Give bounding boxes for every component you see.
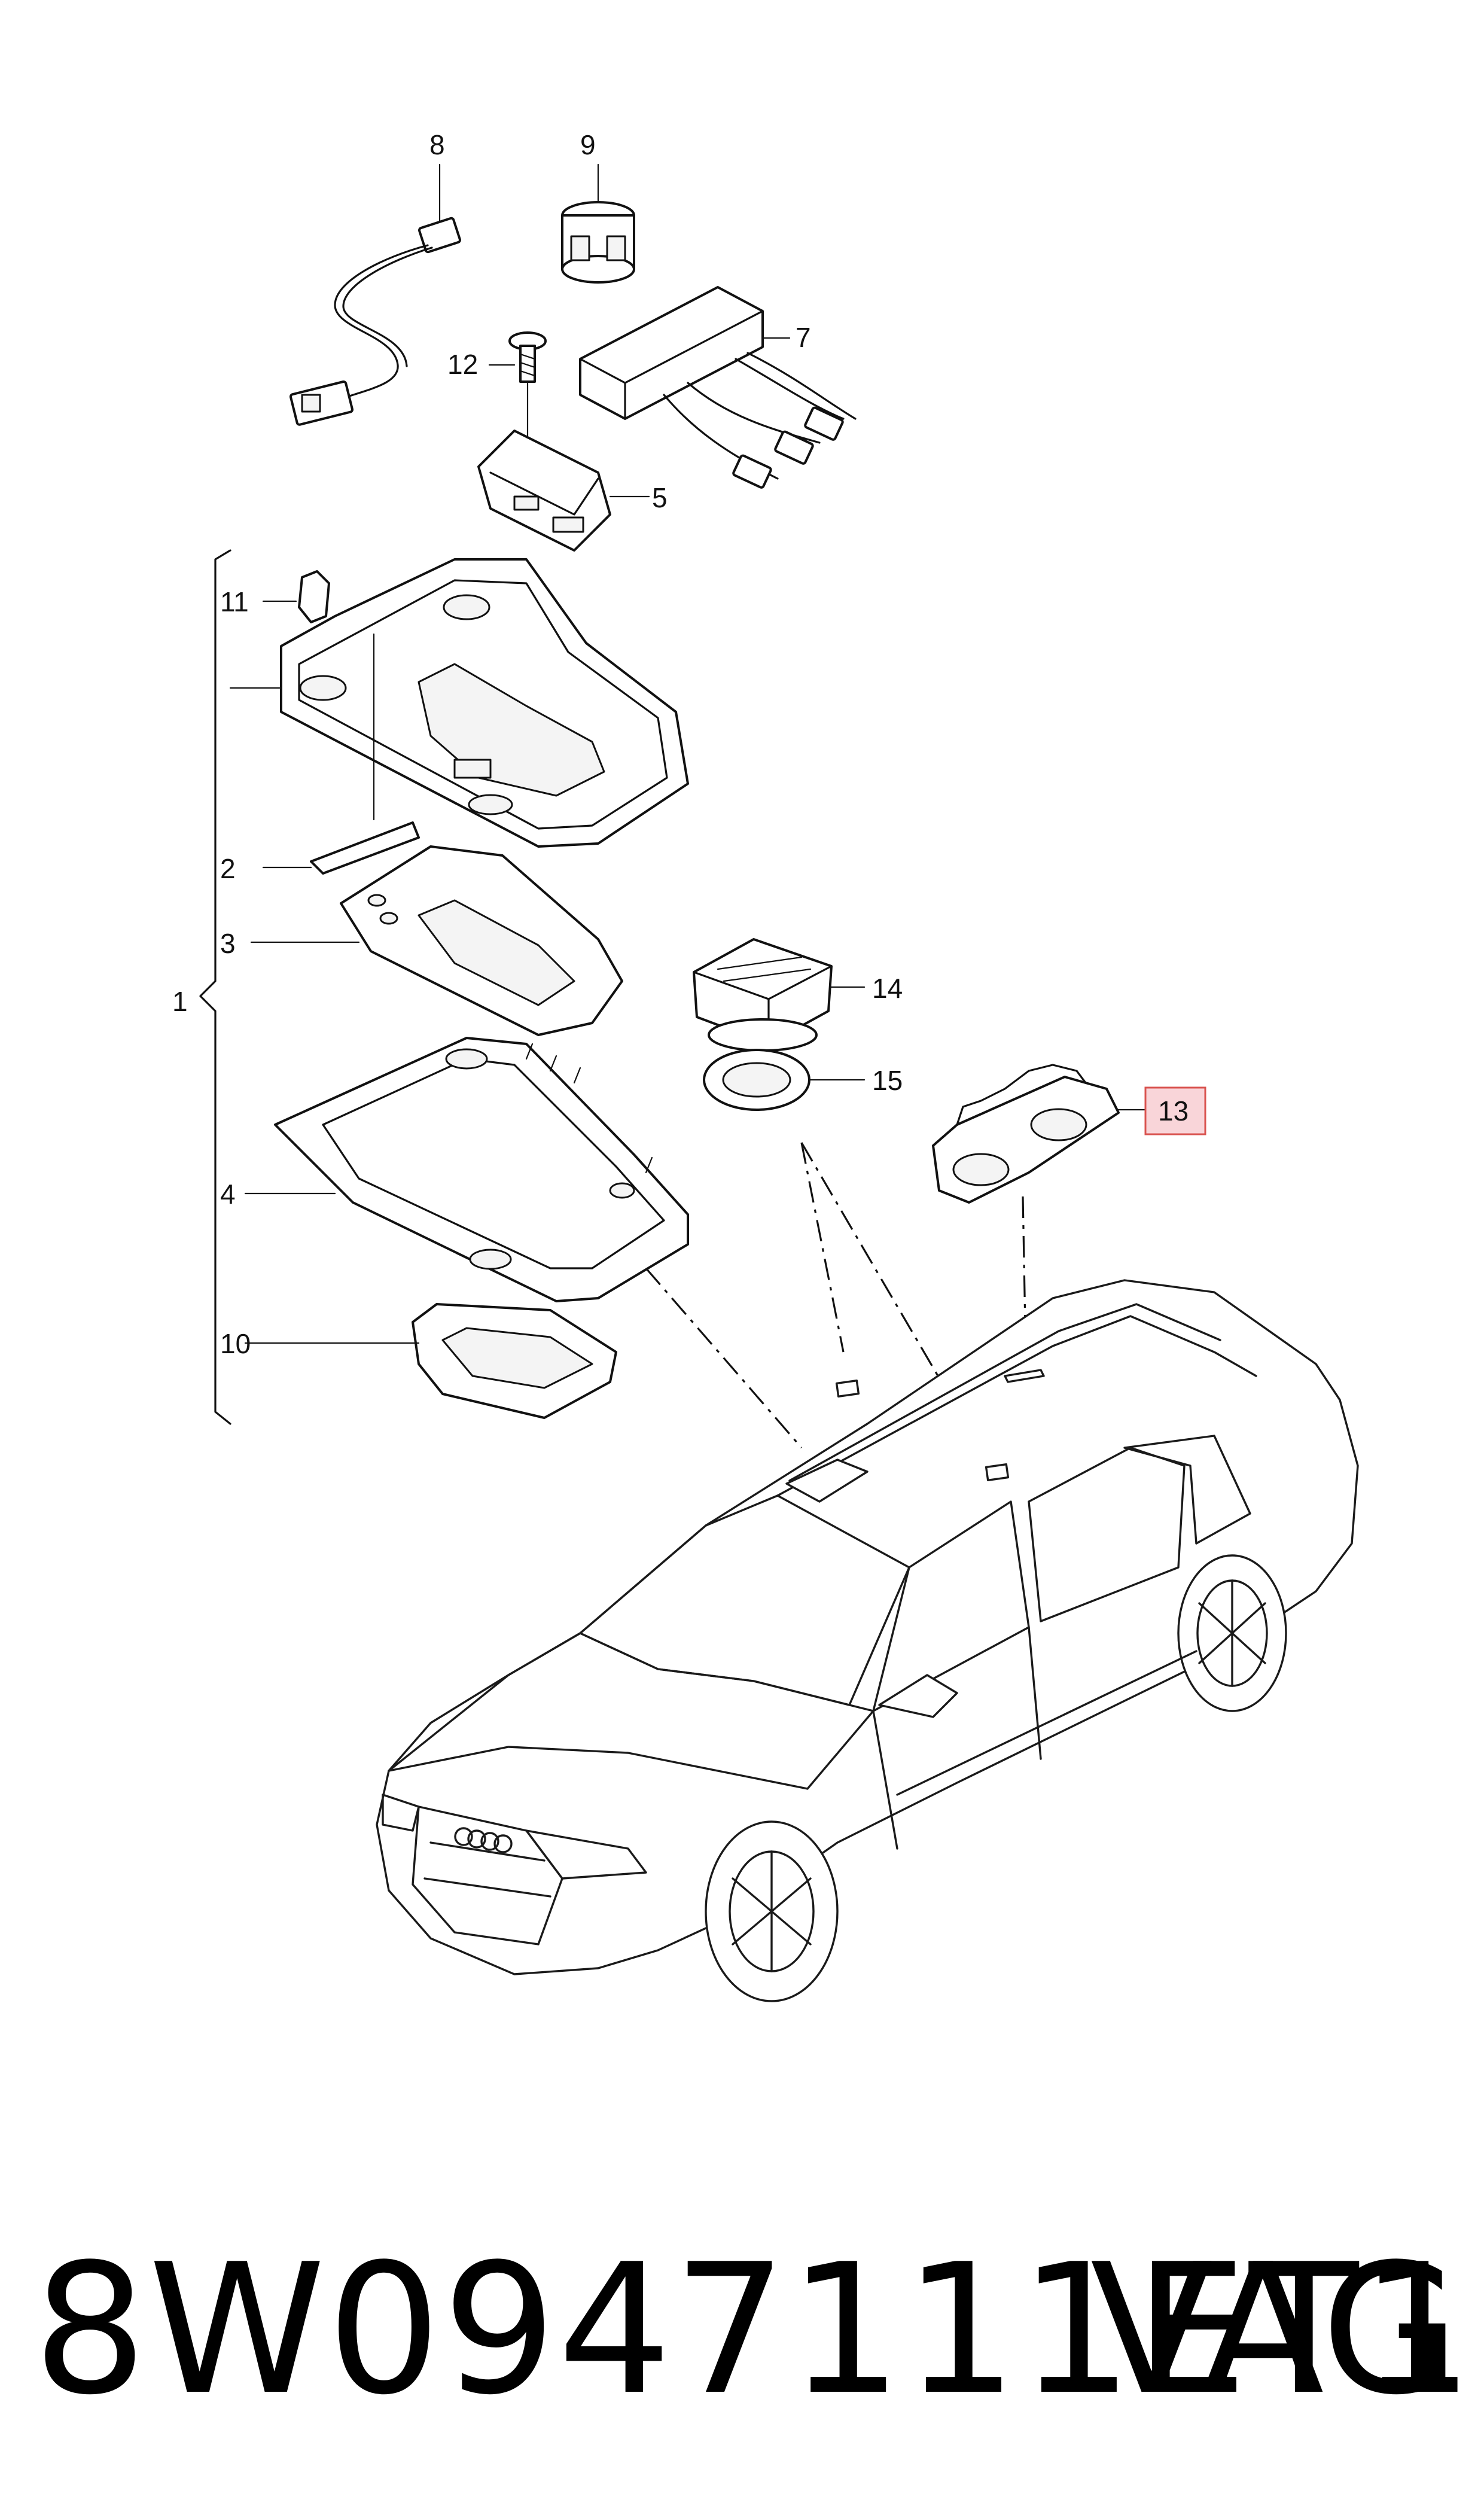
callout-13[interactable]: 13 xyxy=(1158,1095,1189,1126)
leader-console-to-roof xyxy=(645,1267,803,1449)
part-12-screw xyxy=(488,331,547,438)
callout-12[interactable]: 12 xyxy=(447,349,478,380)
callout-5[interactable]: 2 xyxy=(220,853,236,884)
callout-4[interactable]: 3 xyxy=(220,928,236,959)
car-illustration xyxy=(376,1279,1359,2002)
roof-console-housing xyxy=(229,558,689,848)
callout-8[interactable]: 7 xyxy=(796,322,811,353)
part-4-inner-panel xyxy=(250,845,623,1036)
callout-3[interactable]: 10 xyxy=(220,1328,251,1359)
part-2-console-frame xyxy=(244,1037,689,1302)
leader-15-to-roof xyxy=(800,1142,845,1353)
part-8-control-module xyxy=(579,286,857,489)
callout-15[interactable]: 15 xyxy=(872,1065,903,1096)
part-7-bracket xyxy=(477,430,650,552)
highlight-box-13 xyxy=(1144,1086,1206,1135)
group-1-bracket xyxy=(199,549,231,1425)
callout-7[interactable]: 5 xyxy=(652,482,668,513)
part-3-cover xyxy=(244,1303,617,1419)
brand-label: VAG xyxy=(1090,2225,1460,2434)
part-number: 8W0947111ET1 xyxy=(33,2225,1476,2434)
callout-1[interactable]: 1 xyxy=(172,986,188,1017)
part-15-ring xyxy=(703,1049,866,1111)
part-9-cable-harness xyxy=(289,163,461,426)
callout-9[interactable]: 8 xyxy=(429,129,445,160)
callout-14[interactable]: 14 xyxy=(872,973,903,1004)
part-10-round-socket xyxy=(561,163,635,284)
part-13-rear-reading-light xyxy=(932,1064,1147,1204)
callout-11[interactable]: 11 xyxy=(220,586,249,617)
callout-2[interactable]: 4 xyxy=(220,1179,236,1210)
callout-10[interactable]: 9 xyxy=(580,129,596,160)
part-14-module xyxy=(693,938,866,1052)
part-5-trim-strip xyxy=(262,821,420,875)
part-11-clip xyxy=(262,570,330,623)
